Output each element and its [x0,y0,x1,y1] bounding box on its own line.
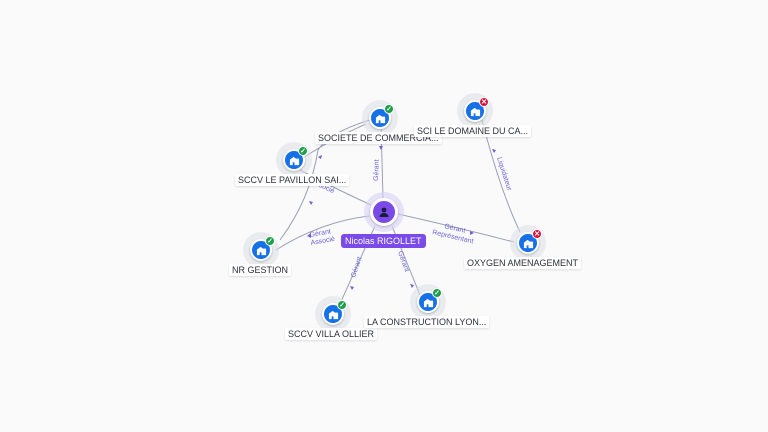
company-label[interactable]: OXYGEN AMENAGEMENT [464,257,582,269]
arrow-lyon [410,284,414,288]
arrow-nrgestion [307,233,311,238]
company-label[interactable]: NR GESTION [229,264,292,276]
check-icon: ✓ [337,300,347,310]
edge-label-ollier-gerant: Gérant [350,256,363,279]
arrow-ollier [350,286,354,290]
company-label[interactable]: SCCV LE PAVILLON SAI... [235,174,350,186]
arrow-societe [379,146,383,150]
edge-nrgestion-societe [279,119,371,241]
person-icon[interactable] [370,198,398,226]
edge-label-lyon-gerant: Gérant [396,250,410,273]
edge-label-nrgestion-gerant: Gérant [309,228,331,239]
check-icon: ✓ [384,104,394,114]
arrow-nrgestion-top [309,201,313,205]
arrow-domaine [492,149,496,153]
cross-icon: ✕ [479,97,489,107]
arrow-oxygen [470,231,474,235]
check-icon: ✓ [298,146,308,156]
check-icon: ✓ [265,236,275,246]
cross-icon: ✕ [532,229,542,239]
edge-person-oxygen [397,213,515,243]
edge-label-nrgestion-associe: Associé [310,236,335,247]
company-label[interactable]: SOCIETE DE COMMERCIA... [315,132,442,144]
edge-label-societe-gerant: Gérant [373,159,381,181]
company-label[interactable]: SCI LE DOMAINE DU CA... [414,125,532,137]
edge-person-nrgestion [275,215,370,251]
edge-label-oxygen-gerant: Gérant [444,223,466,235]
company-label[interactable]: LA CONSTRUCTION LYON... [364,316,490,328]
check-icon: ✓ [432,288,442,298]
arrow-pavillon [318,155,322,159]
edge-person-pavillon [299,169,372,206]
person-name-label[interactable]: Nicolas RIGOLLET [341,234,426,248]
company-label[interactable]: SCCV VILLA OLLIER [285,328,378,340]
